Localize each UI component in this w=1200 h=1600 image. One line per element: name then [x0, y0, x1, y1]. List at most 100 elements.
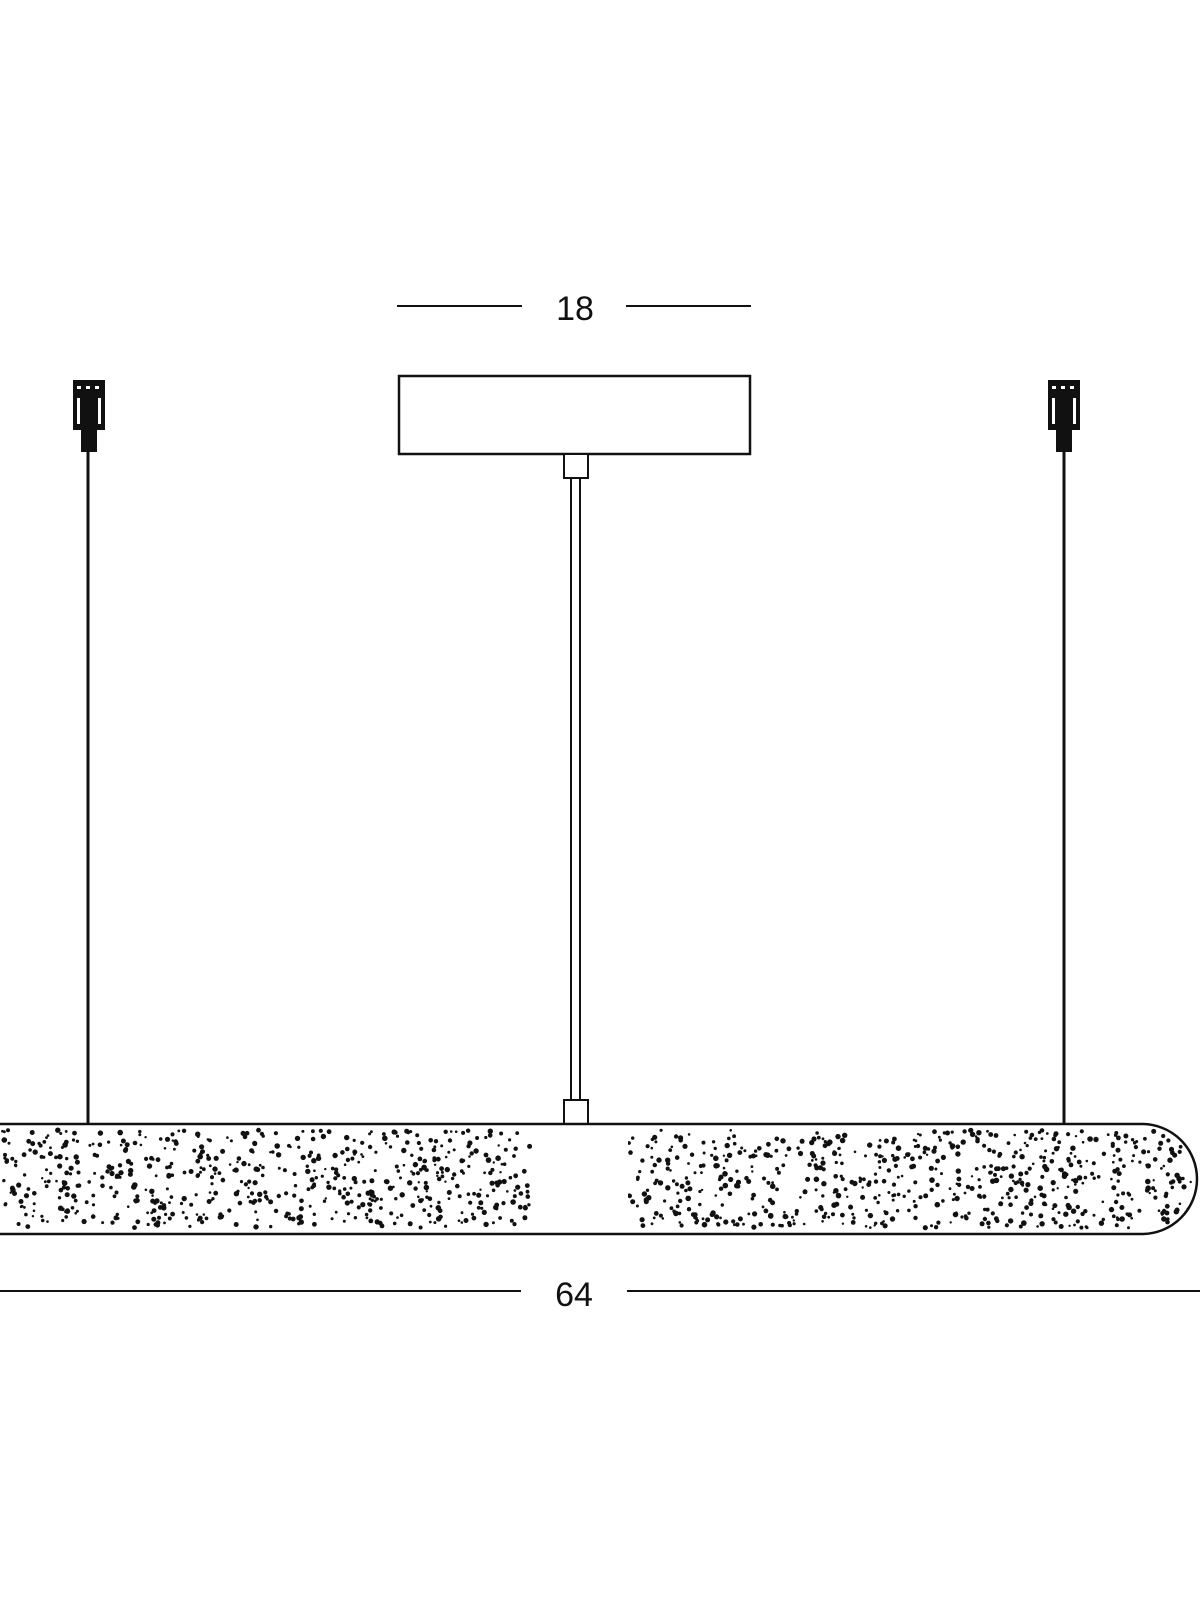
speckle-dot [1119, 1205, 1125, 1210]
speckle-dot [75, 1139, 80, 1144]
speckle-dot [918, 1195, 923, 1200]
speckle-dot [950, 1130, 954, 1134]
speckle-dot [1101, 1217, 1106, 1222]
speckle-dot [318, 1128, 323, 1133]
speckle-dot [652, 1162, 657, 1168]
speckle-dot [848, 1204, 854, 1210]
speckle-dot [1110, 1143, 1115, 1148]
speckle-dot [913, 1204, 918, 1209]
speckle-dot [974, 1135, 978, 1138]
speckle-dot [252, 1198, 258, 1204]
speckle-dot [444, 1180, 447, 1183]
speckle-dot [675, 1204, 680, 1209]
speckle-dot [796, 1146, 800, 1150]
speckle-dot [671, 1179, 676, 1183]
speckle-dot [994, 1166, 999, 1172]
speckle-dot [1085, 1226, 1089, 1230]
speckle-dot [370, 1198, 374, 1203]
speckle-dot [14, 1159, 18, 1164]
speckle-dot [432, 1156, 437, 1161]
speckle-dot [933, 1225, 939, 1230]
speckle-dot [933, 1145, 937, 1150]
speckle-dot [988, 1132, 994, 1137]
speckle-dot [394, 1164, 399, 1169]
speckle-dot [468, 1200, 473, 1205]
speckle-dot [867, 1180, 872, 1185]
speckle-dot [1011, 1164, 1016, 1169]
speckle-dot [512, 1194, 517, 1199]
speckle-dot [1085, 1159, 1089, 1163]
speckle-dot [135, 1194, 140, 1199]
speckle-dot [463, 1218, 469, 1223]
speckle-dot [405, 1140, 410, 1145]
speckle-dot [1001, 1196, 1004, 1200]
speckle-dot [821, 1214, 827, 1220]
speckle-dot [479, 1188, 482, 1191]
speckle-dot [1051, 1217, 1056, 1222]
speckle-dot [421, 1164, 427, 1171]
speckle-dot [506, 1190, 509, 1193]
speckle-dot [107, 1140, 111, 1144]
speckle-dot [23, 1206, 26, 1209]
speckle-dot [982, 1194, 987, 1199]
speckle-dot [1145, 1163, 1152, 1169]
speckle-dot [1170, 1150, 1175, 1156]
speckle-dot [469, 1151, 474, 1156]
speckle-dot [364, 1212, 369, 1217]
speckle-dot [1177, 1149, 1182, 1154]
speckle-dot [918, 1133, 922, 1137]
speckle-dot [161, 1203, 167, 1208]
speckle-dot [258, 1163, 262, 1167]
speckle-dot [1075, 1204, 1081, 1210]
speckle-dot [30, 1141, 36, 1147]
speckle-dot [210, 1198, 214, 1202]
speckle-dot [62, 1142, 68, 1148]
speckle-dot [929, 1177, 935, 1183]
speckle-dot [476, 1192, 482, 1198]
speckle-dot [338, 1191, 342, 1196]
speckle-dot [476, 1205, 481, 1210]
speckle-dot [423, 1184, 430, 1191]
speckle-dot [1137, 1208, 1142, 1213]
speckle-dot [167, 1216, 172, 1221]
speckle-dot [1115, 1167, 1120, 1172]
speckle-dot [883, 1210, 886, 1213]
speckle-dot [345, 1157, 351, 1163]
speckle-dot [931, 1148, 937, 1154]
speckle-dot [61, 1180, 66, 1184]
speckle-dot [308, 1204, 312, 1208]
speckle-dot [357, 1160, 361, 1164]
speckle-dot [199, 1170, 202, 1174]
speckle-dot [60, 1146, 64, 1149]
speckle-dot [236, 1160, 239, 1164]
speckle-dot [1005, 1191, 1010, 1196]
speckle-dot [1040, 1137, 1044, 1140]
speckle-dot [770, 1200, 776, 1206]
speckle-dot [436, 1174, 439, 1178]
speckle-dot [236, 1156, 242, 1161]
speckle-dot [993, 1172, 997, 1177]
speckle-dot [64, 1170, 70, 1176]
speckle-dot [513, 1189, 517, 1192]
speckle-dot [962, 1129, 967, 1134]
speckle-dot [810, 1159, 814, 1162]
speckle-dot [437, 1208, 443, 1214]
speckle-dot [362, 1179, 367, 1184]
speckle-dot [960, 1139, 966, 1145]
speckle-dot [1081, 1181, 1085, 1185]
speckle-dot [6, 1128, 10, 1133]
speckle-dot [467, 1140, 473, 1146]
speckle-dot [722, 1182, 729, 1189]
speckle-dot [110, 1220, 115, 1225]
speckle-dot [913, 1180, 918, 1185]
speckle-dot [831, 1212, 835, 1217]
speckle-dot [641, 1191, 648, 1197]
speckle-dot [181, 1195, 187, 1202]
speckle-dot [273, 1131, 278, 1136]
speckle-dot [701, 1163, 706, 1168]
left-gripper-detail [77, 386, 101, 424]
speckle-dot [684, 1188, 688, 1193]
speckle-dot [189, 1202, 194, 1207]
speckle-dot [164, 1212, 168, 1216]
speckle-dot [149, 1188, 155, 1195]
